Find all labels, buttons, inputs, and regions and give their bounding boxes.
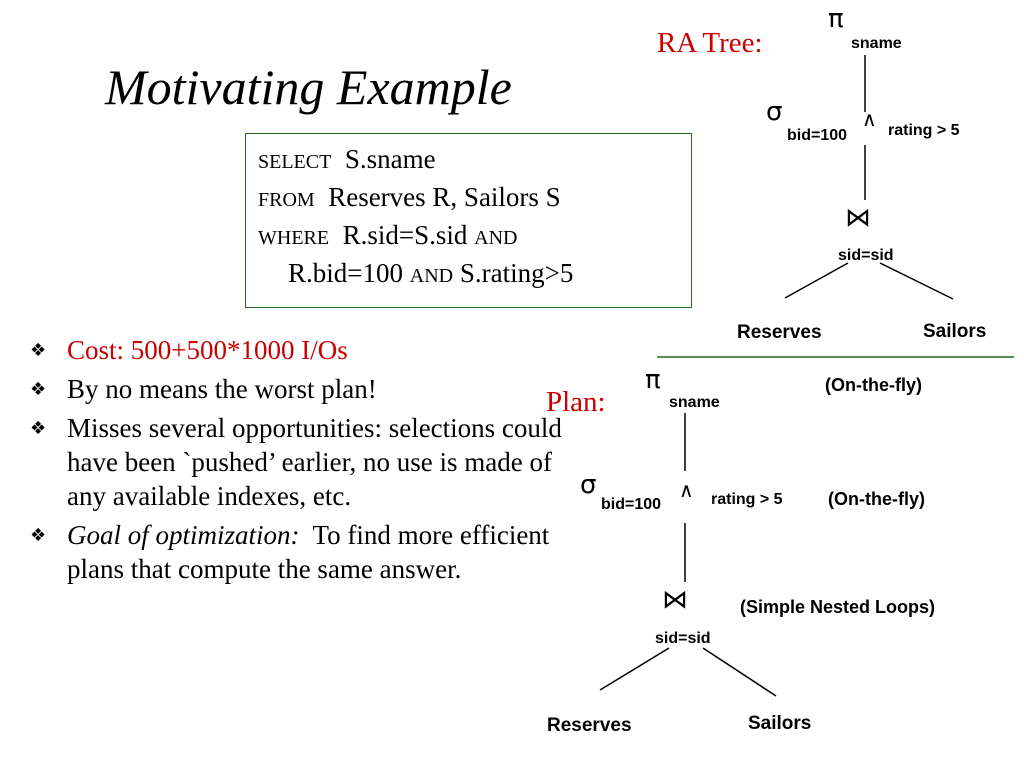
bullet-text: By no means the worst plan! xyxy=(67,374,377,404)
bullet-cost: ❖ Cost: 500+500*1000 I/Os xyxy=(30,333,590,367)
plan-pi-note: (On-the-fly) xyxy=(825,375,922,395)
bullet-not-worst: ❖ By no means the worst plan! xyxy=(30,372,590,406)
diamond-bullet-icon: ❖ xyxy=(30,525,47,546)
slide-title: Motivating Example xyxy=(105,59,512,115)
ra-edge-join-reserves xyxy=(784,262,849,299)
sql-where-cond2: R.bid=100 xyxy=(288,258,403,288)
ra-sigma-right: rating > 5 xyxy=(888,122,960,139)
plan-sigma-right: rating > 5 xyxy=(711,491,783,508)
sql-select-list: S.sname xyxy=(344,144,436,174)
bullet-text: Cost: 500+500*1000 I/Os xyxy=(67,335,348,365)
plan-sigma-left: bid=100 xyxy=(601,496,662,513)
ra-edge-join-sailors xyxy=(879,262,954,300)
sql-line-select: SELECT S.sname xyxy=(258,144,436,175)
plan-pi-subscript: sname xyxy=(669,394,720,411)
bullet-list: ❖ Cost: 500+500*1000 I/Os ❖ By no means … xyxy=(30,333,590,591)
plan-sigma-note: (On-the-fly) xyxy=(828,489,925,509)
bullet-text: Misses several opportunities: selections… xyxy=(67,413,562,511)
sql-keyword-where: WHERE xyxy=(258,227,330,249)
plan-leaf-sailors: Sailors xyxy=(748,713,812,734)
sigma-icon: σ xyxy=(766,97,783,127)
sigma-icon: σ xyxy=(580,470,597,500)
join-icon: ⋈ xyxy=(662,585,688,615)
plan-join-note: (Simple Nested Loops) xyxy=(740,597,936,617)
sql-line-where: WHERE R.sid=S.sid AND xyxy=(258,220,517,251)
ra-sigma-left: bid=100 xyxy=(787,127,848,144)
ra-leaf-sailors: Sailors xyxy=(923,321,987,342)
bullet-opportunities: ❖ Misses several opportunities: selectio… xyxy=(30,411,577,513)
bullet-goal-label: Goal of optimization: xyxy=(67,520,300,550)
join-icon: ⋈ xyxy=(845,203,871,233)
sql-where-cond1: R.sid=S.sid xyxy=(342,220,468,250)
pi-icon: π xyxy=(828,4,844,34)
plan-edge-join-sailors xyxy=(702,647,777,697)
plan-label: Plan: xyxy=(546,386,606,418)
sql-query-box: SELECT S.sname FROM Reserves R, Sailors … xyxy=(245,133,692,308)
plan-join-condition: sid=sid xyxy=(655,630,711,647)
diamond-bullet-icon: ❖ xyxy=(30,379,47,400)
and-icon: ∧ xyxy=(862,107,877,131)
diamond-bullet-icon: ❖ xyxy=(30,340,47,361)
diamond-bullet-icon: ❖ xyxy=(30,418,47,439)
sql-where-cond3: S.rating>5 xyxy=(459,258,574,288)
plan-leaf-reserves: Reserves xyxy=(547,715,632,736)
sql-keyword-from: FROM xyxy=(258,189,315,211)
pi-icon: π xyxy=(645,365,661,395)
and-icon: ∧ xyxy=(679,478,694,502)
plan-edge-join-reserves xyxy=(599,647,670,691)
ra-join-condition: sid=sid xyxy=(838,247,894,264)
sql-line-cond: R.bid=100 AND S.rating>5 xyxy=(288,258,573,289)
sql-from-list: Reserves R, Sailors S xyxy=(328,182,561,212)
ra-tree-label: RA Tree: xyxy=(657,27,763,59)
ra-leaf-reserves: Reserves xyxy=(737,322,822,343)
sql-keyword-select: SELECT xyxy=(258,151,332,173)
sql-keyword-and-2: AND xyxy=(409,265,454,287)
bullet-goal: ❖ Goal of optimization: To find more eff… xyxy=(30,518,607,586)
ra-pi-subscript: sname xyxy=(851,35,902,52)
bullet-text: To find more efficient plans that comput… xyxy=(67,520,550,584)
sql-keyword-and-1: AND xyxy=(474,227,518,249)
sql-line-from: FROM Reserves R, Sailors S xyxy=(258,182,561,213)
